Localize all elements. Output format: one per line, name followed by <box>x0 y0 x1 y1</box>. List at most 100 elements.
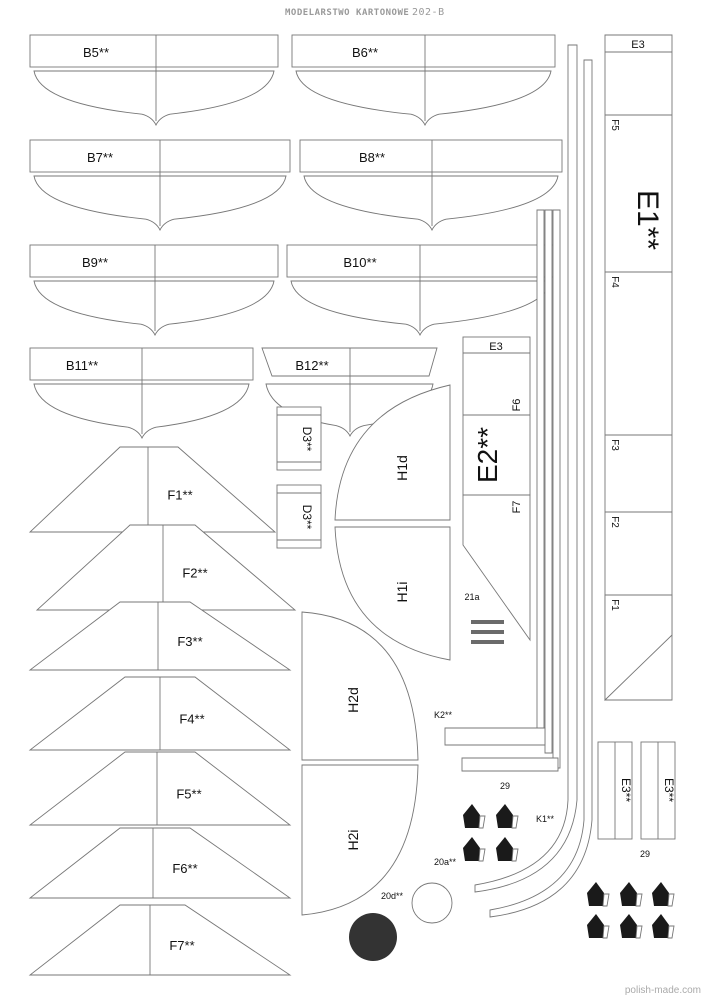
disc-20d <box>349 913 397 961</box>
header-title: MODELARSTWO KARTONOWE <box>285 8 409 18</box>
h2d-part <box>301 611 419 761</box>
black-part-29 <box>620 882 637 906</box>
hull-bottom-panel <box>33 280 275 337</box>
glue-tab <box>602 925 610 939</box>
e3-label: E3** <box>619 778 633 802</box>
d3-part <box>276 484 322 549</box>
black-part-29 <box>463 837 480 861</box>
fin-part-label: F1** <box>167 488 192 503</box>
part-21a-label: 21a <box>464 592 479 602</box>
strip-e1 <box>604 34 673 701</box>
part-29-label: 29 <box>640 849 650 859</box>
glue-tab <box>667 893 675 907</box>
strip-e1-main-label: E1** <box>631 190 664 250</box>
hull-bottom-panel <box>295 70 552 127</box>
fin-part-label: F4** <box>179 712 204 727</box>
glue-tab <box>635 893 643 907</box>
fold-mark-label: F5 <box>609 119 620 131</box>
fold-mark-label: F6 <box>511 399 523 412</box>
glue-tab <box>667 925 675 939</box>
black-part-29 <box>587 914 604 938</box>
k2-part <box>444 727 546 746</box>
fin-part-label: F6** <box>172 861 197 876</box>
hull-bottom-panel <box>33 383 250 440</box>
black-part-29 <box>652 882 669 906</box>
strip-e2-main-label: E2** <box>472 427 503 483</box>
hull-top-panel <box>29 347 254 381</box>
h1i-part <box>334 526 451 661</box>
h2i-label: H2i <box>345 829 361 850</box>
black-part-29 <box>496 837 513 861</box>
fin-part-label: F2** <box>182 566 207 581</box>
hull-part-label: B8** <box>359 150 385 165</box>
h2d-label: H2d <box>345 687 361 713</box>
k1-strip <box>489 59 593 918</box>
hull-part-label: B10** <box>343 255 376 270</box>
h1d-label: H1d <box>394 455 410 481</box>
glue-tab <box>602 893 610 907</box>
strip-e2 <box>462 336 531 496</box>
fold-mark-label: F1 <box>609 599 620 611</box>
disc-20a <box>411 882 453 924</box>
glue-tab <box>511 848 519 862</box>
k2-part <box>461 757 559 772</box>
stripe-21a <box>471 630 504 634</box>
black-part-29 <box>496 804 513 828</box>
fin-part <box>28 827 292 899</box>
black-part-29 <box>652 914 669 938</box>
long-strip <box>552 209 561 769</box>
h1d-part <box>334 384 451 521</box>
stripe-21a <box>471 620 504 624</box>
hull-part-label: B7** <box>87 150 113 165</box>
strip-e2-tail <box>462 494 531 642</box>
fin-part <box>28 751 292 826</box>
fin-part-label: F3** <box>177 634 202 649</box>
d3-label: D3** <box>300 427 314 452</box>
header-code: 202-B <box>412 7 445 18</box>
h1i-label: H1i <box>394 581 410 602</box>
glue-tab <box>635 925 643 939</box>
fold-mark-label: F4 <box>609 276 620 288</box>
black-part-29 <box>463 804 480 828</box>
black-part-29 <box>620 914 637 938</box>
long-strip <box>536 209 545 733</box>
d3-part <box>276 406 322 471</box>
fin-part-label: F5** <box>176 787 201 802</box>
hull-part-label: B6** <box>352 45 378 60</box>
d3-label: D3** <box>300 505 314 530</box>
glue-tab <box>511 815 519 829</box>
part-20a-label: 20a** <box>434 857 457 867</box>
strip-e1-top-label: E3 <box>631 39 644 51</box>
hull-part-label: B12** <box>295 358 328 373</box>
fin-part <box>28 446 277 533</box>
hull-top-panel <box>299 139 563 173</box>
fold-mark-label: F3 <box>609 439 620 451</box>
hull-part-label: B9** <box>82 255 108 270</box>
hull-top-panel <box>261 347 438 377</box>
fold-mark-label: F7 <box>511 501 523 514</box>
k1-label: K1** <box>536 814 555 824</box>
fin-part <box>28 601 292 671</box>
fin-part <box>35 524 297 611</box>
k1-strip <box>474 44 578 893</box>
glue-tab <box>478 848 486 862</box>
hull-top-panel <box>291 34 556 68</box>
stripe-21a <box>471 640 504 644</box>
hull-top-panel <box>29 244 279 278</box>
k2-label: K2** <box>434 710 453 720</box>
hull-part-label: B5** <box>83 45 109 60</box>
strip-e2-top-label: E3 <box>489 341 502 353</box>
fold-mark-label: F2 <box>609 516 620 528</box>
glue-tab <box>478 815 486 829</box>
h2i-part <box>301 764 419 916</box>
strip-e1-tail <box>604 594 673 702</box>
hull-bottom-panel <box>33 70 275 127</box>
part-20d-label: 20d** <box>381 891 404 901</box>
long-strip <box>544 209 553 754</box>
hull-part-label: B11** <box>66 358 98 373</box>
fin-part <box>28 904 292 976</box>
e3-label: E3** <box>662 778 676 802</box>
black-part-29 <box>587 882 604 906</box>
